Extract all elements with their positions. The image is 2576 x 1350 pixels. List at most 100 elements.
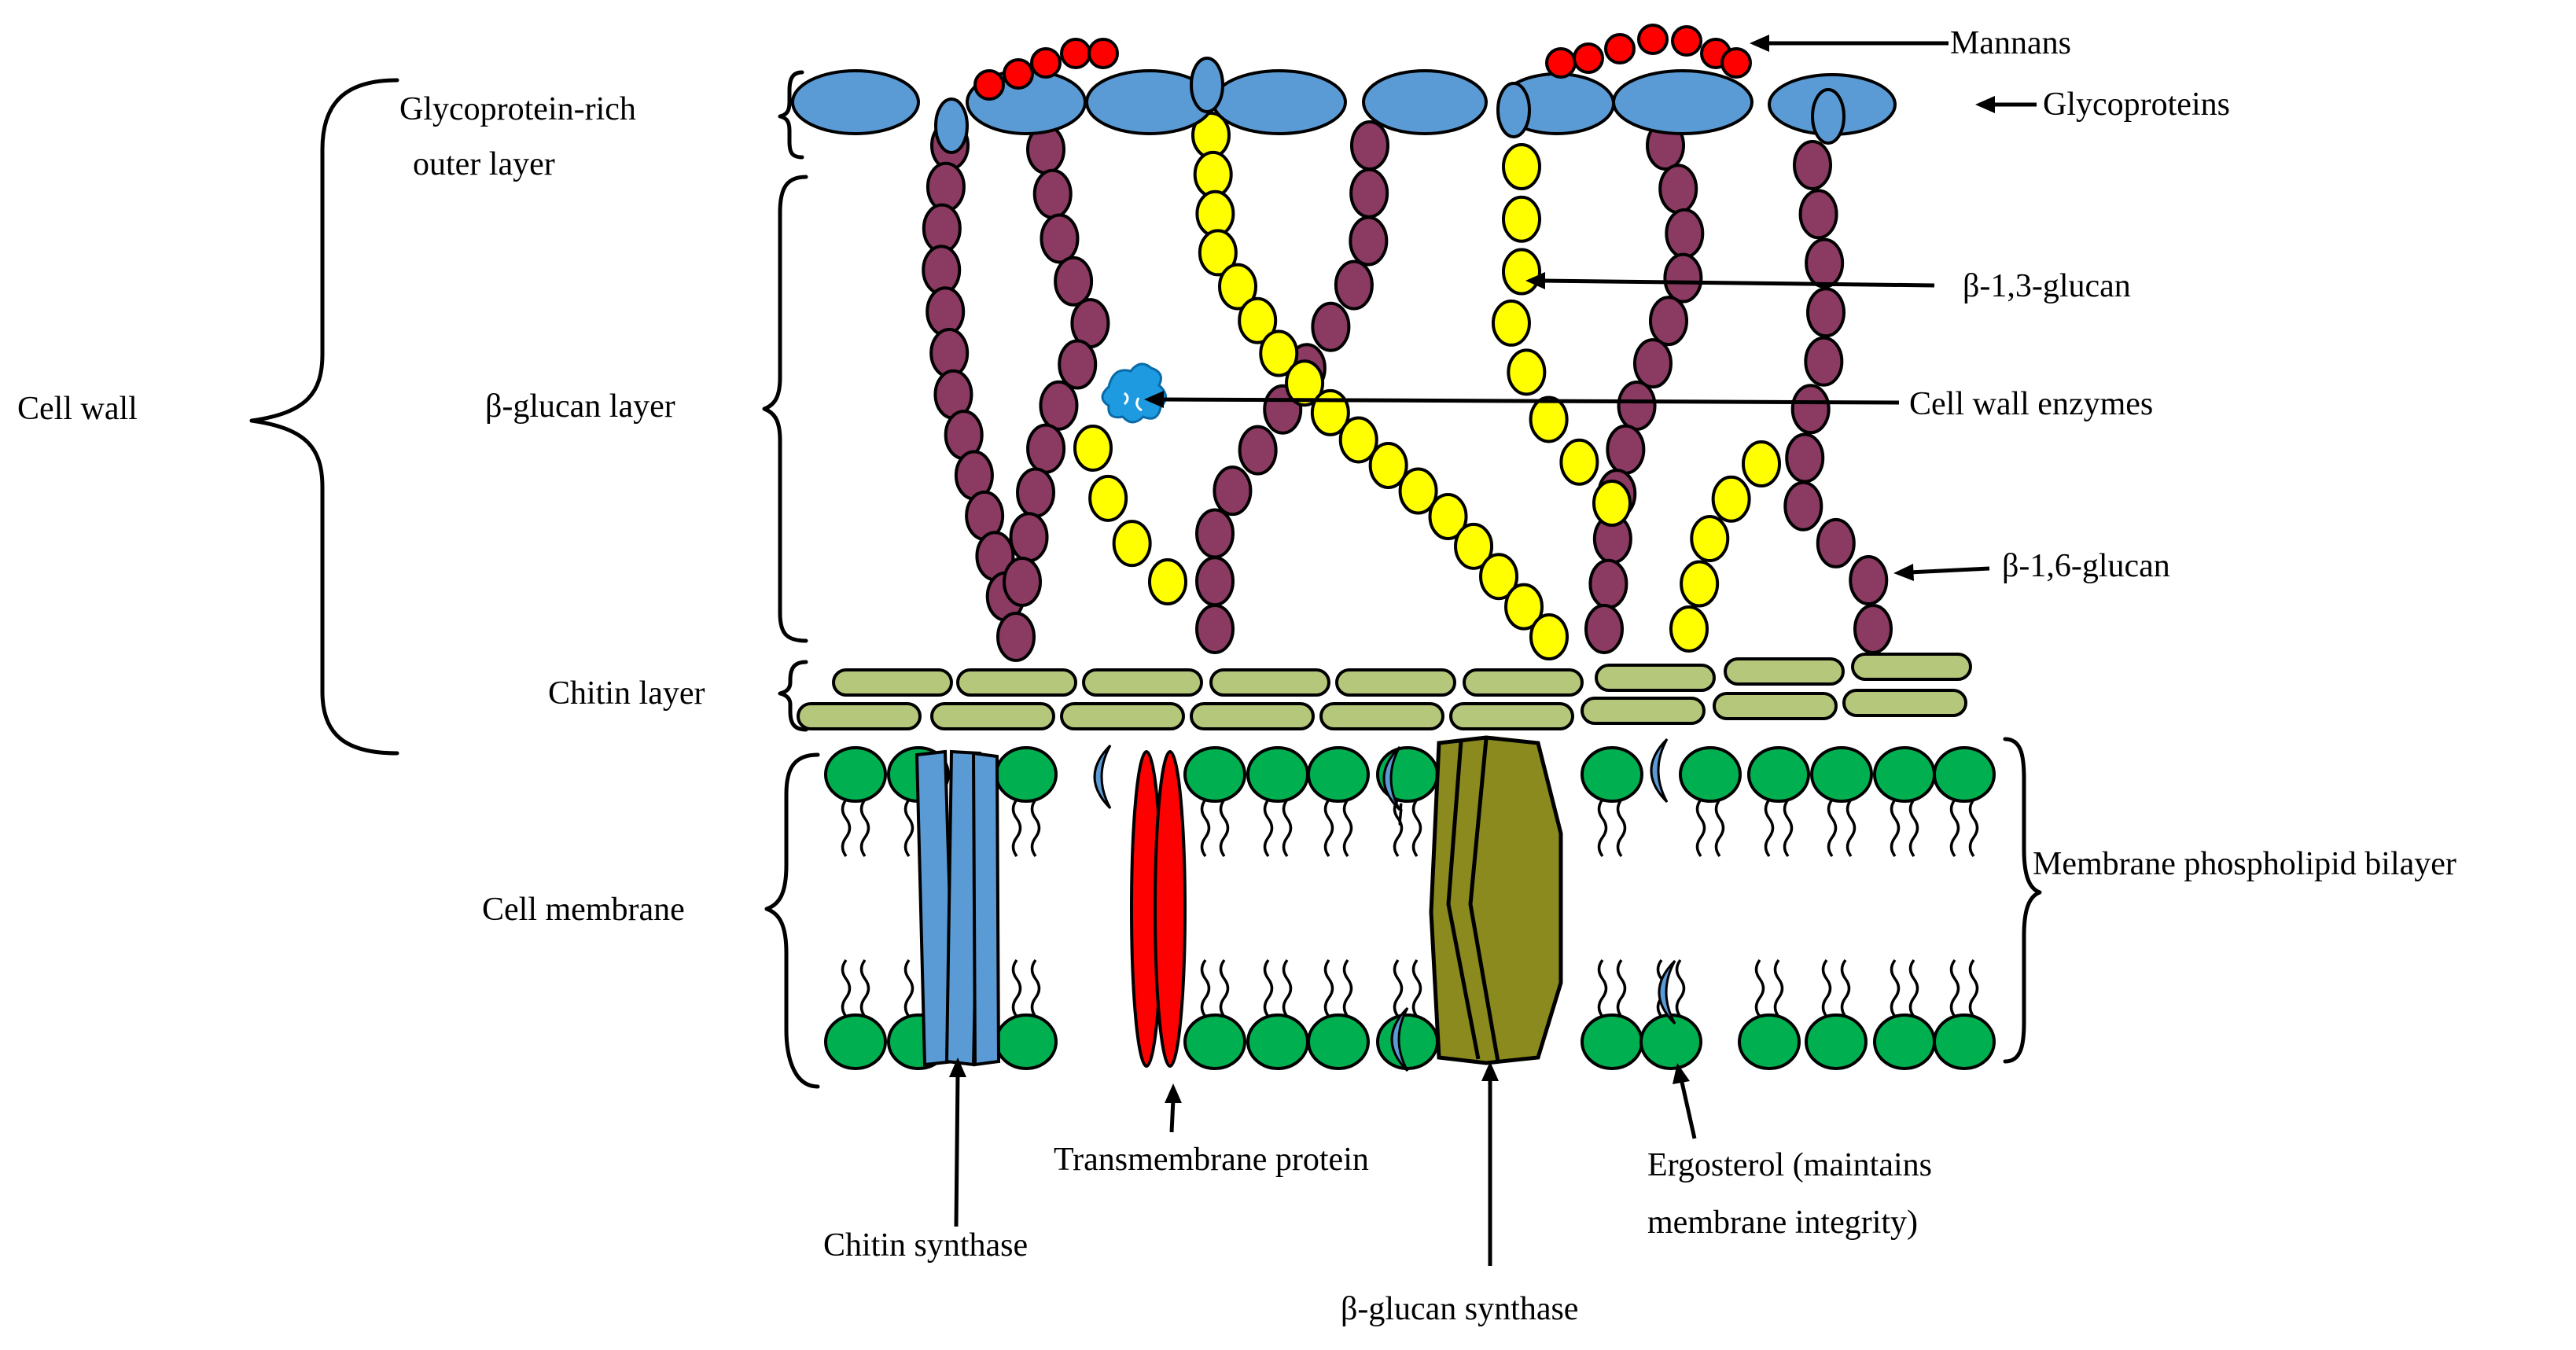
beta-1-3-glucan-bead	[1338, 416, 1378, 464]
beta-1-6-glucan-bead	[996, 612, 1036, 662]
beta-1-6-glucan-bead	[1350, 120, 1389, 171]
beta-1-6-glucan-bead	[1032, 168, 1073, 219]
beta-1-6-glucan-bead	[1349, 167, 1389, 219]
phospholipid-head	[1747, 746, 1810, 803]
chitin-fiber	[832, 668, 953, 697]
phospholipid-tail	[903, 798, 914, 858]
phospholipid-head	[1376, 1013, 1439, 1070]
beta-1-3-glucan-bead	[1398, 467, 1438, 515]
beta-1-6-glucan-bead	[1334, 259, 1374, 311]
beta-1-3-glucan-bead	[1502, 143, 1541, 190]
cell-wall-enzymes-label: Cell wall enzymes	[1909, 386, 2153, 422]
glucan-chains	[922, 112, 1893, 662]
beta-1-3-glucan-bead	[1669, 605, 1709, 653]
beta-1-6-glucan-bead	[1195, 508, 1235, 559]
glycoprotein-stem	[1190, 57, 1224, 113]
phospholipid-head	[1810, 746, 1873, 803]
beta-1-3-glucan-bead	[1454, 522, 1494, 570]
phospholipid-head	[1805, 1013, 1868, 1070]
phospholipid-tail	[1764, 798, 1775, 858]
mannan-bead	[1545, 47, 1577, 79]
phospholipid-tail	[1968, 798, 1979, 858]
phospholipid-head	[824, 1013, 887, 1070]
beta-1-3-glucan-bead	[1073, 425, 1113, 472]
chitin-fiber	[1060, 702, 1185, 730]
beta-1-6-glucan-bead	[1798, 189, 1838, 240]
beta-1-3-glucan-bead	[1238, 296, 1278, 344]
chitin-fiber	[1209, 668, 1330, 697]
phospholipid-tail	[841, 798, 852, 858]
beta-1-3-glucan-bead	[1195, 189, 1235, 237]
beta-1-3-glucan-bead	[1711, 475, 1751, 523]
chitin-fiber	[1449, 702, 1574, 730]
beta-1-3-glucan-bead	[1479, 553, 1519, 601]
chitin-fiber	[1319, 702, 1444, 730]
glycoprotein	[1612, 69, 1754, 135]
beta-1-6-glucan-bead	[1054, 256, 1094, 307]
phospholipid-tail	[1030, 798, 1041, 858]
chitin-fiber	[1190, 702, 1315, 730]
beta-1-6-glucan-bead	[1790, 384, 1831, 435]
phospholipid-tail	[1783, 798, 1794, 858]
beta-1-3-glucan-bead	[1507, 348, 1547, 396]
phospholipid-tail	[1754, 958, 1765, 1018]
phospholipid-head	[995, 746, 1058, 803]
beta-1-6-glucan-bead	[1785, 432, 1825, 484]
beta-1-3-glucan-bead	[1559, 438, 1599, 486]
transmembrane-protein-label: Transmembrane protein	[1054, 1142, 1369, 1178]
beta-1-3-glucan-bead	[1259, 329, 1299, 377]
beta-1-6-glucan-bead	[1058, 339, 1098, 390]
mannan-bead	[1030, 47, 1062, 79]
phospholipid-tail	[1411, 798, 1422, 858]
glycoprotein	[791, 69, 920, 135]
beta-1-6-glucan-bead	[1805, 237, 1845, 289]
phospholipid-head	[1581, 1013, 1643, 1070]
mannan-bead	[1671, 25, 1702, 57]
phospholipid-head	[1183, 1013, 1246, 1070]
beta-1-6-glucan-bead	[1195, 556, 1235, 607]
chitin-layer-fibers	[797, 653, 1972, 730]
phospholipid-head	[1246, 1013, 1309, 1070]
chitin-fiber	[1724, 657, 1845, 686]
chitin-fiber	[1842, 689, 1967, 717]
phospholipid-tail	[1411, 958, 1422, 1018]
beta-1-3-glucan-bead	[1285, 359, 1325, 407]
mannan-bead	[1060, 38, 1091, 69]
beta-1-3-glucan-bead	[1193, 150, 1233, 198]
membrane-bilayer-label: Membrane phospholipid bilayer	[2033, 846, 2456, 882]
phospholipid-tail	[1714, 798, 1725, 858]
ergosterol-molecule	[1390, 1006, 1409, 1072]
beta-1-6-glucan-bead	[1213, 465, 1253, 517]
glycoprotein-stem	[1811, 88, 1846, 145]
beta-1-6-glucan-bead	[1584, 604, 1624, 654]
glycoprotein	[1212, 69, 1347, 135]
phospholipid-tail	[1846, 798, 1857, 858]
ergosterol-molecules	[1093, 738, 1676, 1072]
mannan-bead	[1573, 42, 1604, 74]
beta-1-6-glucan-bead	[1003, 557, 1042, 607]
phospholipid-tail	[1342, 798, 1353, 858]
phospholipid-tail	[1597, 958, 1608, 1018]
beta-1-3-glucan-bead	[1529, 395, 1569, 443]
phospholipid-tail	[1890, 958, 1901, 1018]
mannans-label: Mannans	[1950, 25, 2071, 61]
phospholipid-head	[1933, 1013, 1996, 1070]
ergosterol-molecule	[1658, 959, 1676, 1025]
phospholipid-tail	[1011, 958, 1022, 1018]
phospholipid-head	[1581, 746, 1643, 803]
beta-1-6-glucan-bead	[922, 245, 962, 296]
phospholipid-tail	[859, 798, 870, 858]
phospholipid-tail	[1827, 798, 1838, 858]
glycoprotein	[1362, 69, 1488, 135]
mannan-bead	[1003, 58, 1034, 90]
mannan-chains	[973, 24, 1752, 101]
phospholipid-tail	[1908, 958, 1919, 1018]
ergosterol-molecule	[1398, 803, 1403, 826]
chitin-fiber	[1851, 653, 1972, 681]
beta-1-6-glucan-bead	[1039, 380, 1079, 431]
phospholipid-tail	[1949, 958, 1960, 1018]
phospholipid-head	[1307, 746, 1370, 803]
phospholipid-tail	[1773, 958, 1784, 1018]
beta-1-6-glucan-bead	[1806, 287, 1846, 338]
beta-1-6-glucan-bead	[1816, 517, 1856, 568]
